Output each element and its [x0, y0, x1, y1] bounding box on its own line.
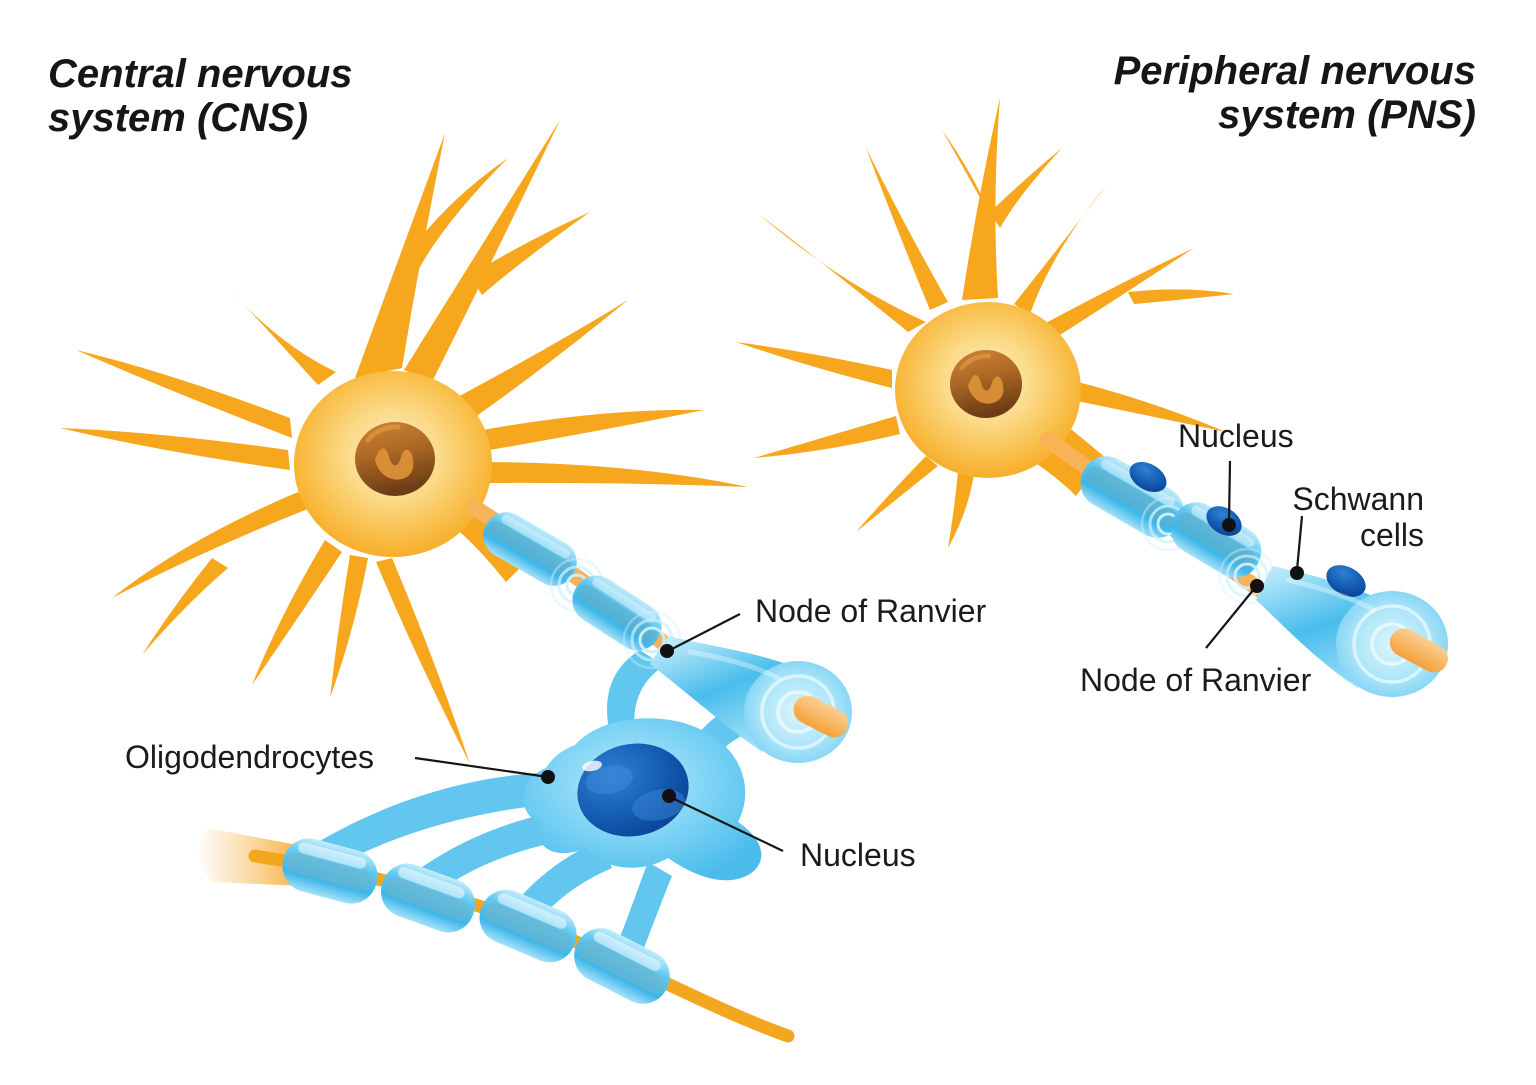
oligodendrocyte-group — [198, 718, 795, 1043]
titles: Central nervous system (CNS) Peripheral … — [48, 49, 1476, 140]
cns-neuron — [60, 120, 748, 764]
oligodendrocytes-leader — [414, 756, 549, 779]
lower-myelin-segment — [380, 863, 476, 933]
cns-node-of-ranvier-leader — [667, 613, 741, 652]
schwann-nucleus — [1129, 461, 1167, 493]
lower-myelin-segment — [479, 889, 577, 963]
cns-axon-tip — [793, 695, 849, 738]
lower-myelin-segment — [574, 928, 670, 1004]
annotations — [414, 460, 1304, 852]
schwann-cells-dot — [1290, 566, 1304, 580]
cns-nucleus-dot — [662, 789, 676, 803]
oligodendrocytes-dot — [541, 770, 555, 784]
pns-myelinated-axon — [1040, 432, 1448, 697]
lower-myelin-segment — [282, 838, 378, 904]
cns-nucleus-label: Nucleus — [800, 837, 916, 873]
cns-nucleus-leader — [669, 796, 784, 852]
pns-nucleus-dot — [1222, 518, 1236, 532]
cns-neuron-nucleus — [355, 422, 435, 496]
oligodendrocytes-label: Oligodendrocytes — [125, 739, 374, 775]
pns-node-of-ranvier-leader — [1205, 588, 1255, 649]
schwann-cells-leader — [1295, 515, 1304, 571]
cns-myelin-segment — [483, 512, 577, 586]
cns-title-line1: Central nervous — [48, 52, 353, 96]
pns-nucleus-label: Nucleus — [1178, 418, 1294, 454]
cns-node-of-ranvier-dot — [660, 644, 674, 658]
pns-nucleus-leader — [1227, 460, 1232, 523]
pns-neuron-nucleus — [950, 350, 1022, 418]
cns-node-of-ranvier-label: Node of Ranvier — [755, 593, 987, 629]
labels: Node of Ranvier Oligodendrocytes Nucleus… — [125, 418, 1424, 873]
cns-dendrites — [60, 120, 748, 764]
schwann-nucleus — [1326, 565, 1366, 597]
schwann-cells-label-line2: cells — [1360, 517, 1424, 553]
pns-title-line2: system (PNS) — [1218, 93, 1476, 137]
pns-title-line1: Peripheral nervous — [1114, 49, 1476, 93]
pns-node-of-ranvier-label: Node of Ranvier — [1080, 662, 1312, 698]
pns-axon-tip — [1389, 628, 1448, 673]
cns-title-line2: system (CNS) — [48, 96, 308, 140]
cns-myelin-cone — [650, 636, 852, 763]
pns-myelin-cone — [1256, 565, 1448, 697]
oligodendrocyte-nucleus — [577, 743, 689, 837]
pns-node-of-ranvier-dot — [1250, 579, 1264, 593]
schwann-cells-label-line1: Schwann — [1292, 481, 1424, 517]
